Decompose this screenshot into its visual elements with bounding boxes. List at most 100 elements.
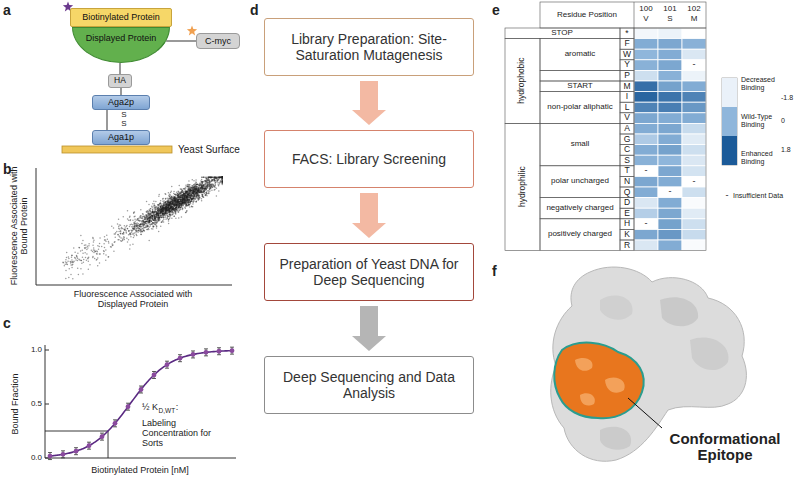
plots	[36, 2, 737, 460]
scatter-dot	[98, 246, 100, 248]
scatter-dot	[211, 186, 213, 188]
scatter-dot	[88, 269, 90, 271]
scatter-dot	[170, 204, 172, 206]
scatter-dot	[212, 183, 214, 185]
scatter-dot	[207, 180, 209, 182]
scatter-dot	[196, 195, 198, 197]
scatter-dot	[136, 228, 138, 230]
scatter-dot	[219, 176, 221, 178]
scatter-dot	[157, 210, 159, 212]
scatter-dot	[164, 214, 166, 216]
scatter-dot	[137, 227, 139, 229]
scatter-dot	[153, 203, 155, 205]
scatter-dot	[104, 239, 106, 241]
scatter-dot	[82, 256, 84, 258]
scatter-dot	[178, 211, 180, 213]
scatter-dot	[112, 244, 114, 246]
scatter-dot	[134, 219, 136, 221]
scatter-dot	[170, 202, 172, 204]
scatter-dot	[179, 201, 181, 203]
scatter-dot	[198, 192, 200, 194]
scatter-dot	[191, 199, 193, 201]
scatter-dot	[175, 218, 177, 220]
scatter-dot	[80, 235, 82, 237]
scatter-dot	[163, 218, 165, 220]
scatter-dot	[154, 208, 156, 210]
scatter-dot	[81, 260, 83, 262]
scatter-dot	[142, 225, 144, 227]
scatter-dot	[76, 255, 78, 257]
scatter-dot	[143, 224, 145, 226]
scatter-dot	[177, 202, 179, 204]
scatter-dot	[198, 191, 200, 193]
scatter-dot	[149, 221, 151, 223]
scatter-dot	[160, 202, 162, 204]
scatter-dot	[96, 253, 98, 255]
scatter-dot	[181, 203, 183, 205]
scatter-dot	[166, 206, 168, 208]
scatter-dot	[148, 229, 150, 231]
scatter-dot	[167, 217, 169, 219]
scatter-dot	[175, 213, 177, 215]
scatter-dot	[190, 197, 192, 199]
scatter-dot	[194, 198, 196, 200]
scatter-dot	[166, 212, 168, 214]
scatter-dot	[84, 252, 86, 254]
scatter-dot	[165, 212, 167, 214]
scatter-dot	[189, 190, 191, 192]
scatter-dot	[179, 205, 181, 207]
scatter-dot	[194, 191, 196, 193]
scatter-dot	[165, 212, 167, 214]
scatter-dot	[157, 204, 159, 206]
scatter-dot	[190, 192, 192, 194]
scatter-dot	[107, 256, 109, 258]
scatter-dot	[152, 215, 154, 217]
scatter-dot	[80, 260, 82, 262]
scatter-dot	[181, 195, 183, 197]
scatter-dot	[218, 190, 220, 192]
scatter-dot	[165, 210, 167, 212]
scatter-dot	[169, 202, 171, 204]
scatter-dot	[84, 248, 86, 250]
scatter-dot	[95, 251, 97, 253]
scatter-dot	[222, 182, 224, 184]
scatter-dot	[191, 199, 193, 201]
scatter-dot	[172, 207, 174, 209]
scatter-dot	[152, 212, 154, 214]
scatter-dot	[187, 188, 189, 190]
scatter-dot	[72, 261, 74, 263]
scatter-dot	[126, 238, 128, 240]
scatter-dot	[195, 181, 197, 183]
scatter-dot	[173, 200, 175, 202]
scatter-dot	[179, 203, 181, 205]
scatter-dot	[133, 226, 135, 228]
scatter-dot	[149, 216, 151, 218]
scatter-dot	[177, 193, 179, 195]
scatter-dot	[179, 210, 181, 212]
scatter-dot	[168, 192, 170, 194]
scatter-dot	[197, 190, 199, 192]
scatter-dot	[135, 225, 137, 227]
scatter-dot	[177, 194, 179, 196]
scatter-dot	[216, 178, 218, 180]
scatter-dot	[200, 187, 202, 189]
scatter-dot	[168, 205, 170, 207]
scatter-dot	[157, 213, 159, 215]
scatter-dot	[147, 224, 149, 226]
scatter-dot	[192, 185, 194, 187]
scatter-dot	[178, 205, 180, 207]
scatter-dot	[173, 199, 175, 201]
scatter-dot	[222, 181, 224, 183]
scatter-dot	[153, 214, 155, 216]
scatter-dot	[210, 184, 212, 186]
scatter-dot	[168, 205, 170, 207]
scatter-dot	[182, 195, 184, 197]
scatter-dot	[136, 222, 138, 224]
scatter-dot	[108, 256, 110, 258]
scatter-dot	[222, 176, 224, 178]
scatter-dot	[118, 235, 120, 237]
scatter-dot	[200, 187, 202, 189]
scatter-dot	[152, 222, 154, 224]
scatter-dot	[155, 206, 157, 208]
scatter-dot	[178, 206, 180, 208]
